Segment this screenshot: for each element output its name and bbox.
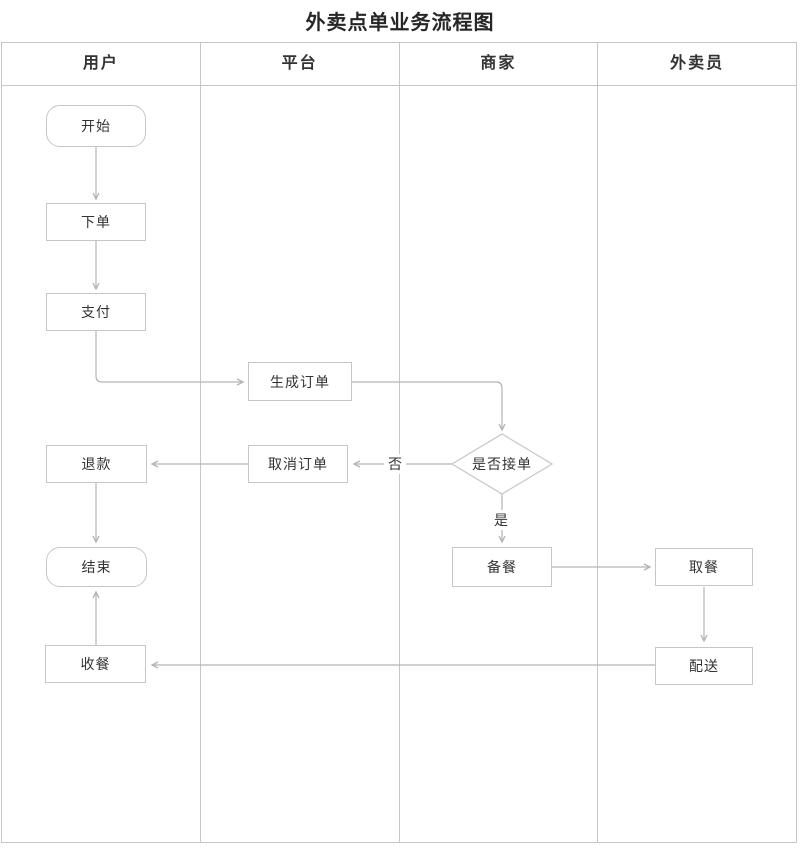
node-end: 结束 (46, 547, 147, 587)
lane-header-merchant: 商家 (399, 43, 598, 86)
decision-diamond-shape (450, 433, 554, 495)
lane-header-rider: 外卖员 (598, 43, 796, 86)
swimlane-table: 用户 平台 商家 外卖员 (1, 42, 797, 843)
edge-label-yes: 是 (490, 510, 512, 530)
node-prepare-food: 备餐 (452, 547, 552, 587)
lane-column-user: 用户 (2, 43, 200, 842)
node-deliver: 配送 (655, 647, 753, 685)
node-receive-food: 收餐 (45, 645, 146, 683)
lane-column-platform: 平台 (199, 43, 399, 842)
node-pay: 支付 (46, 293, 146, 331)
lane-column-rider: 外卖员 (597, 43, 796, 842)
page-title: 外卖点单业务流程图 (305, 12, 495, 34)
node-refund: 退款 (46, 445, 147, 483)
node-pickup-food: 取餐 (655, 548, 753, 586)
node-cancel-order: 取消订单 (248, 445, 348, 483)
lane-header-platform: 平台 (200, 43, 399, 86)
node-accept-decision: 是否接单 (472, 456, 532, 472)
lane-header-user: 用户 (2, 43, 200, 86)
edge-label-no: 否 (384, 454, 406, 474)
edge-generate-order-to-decision (352, 381, 506, 432)
lane-column-merchant: 商家 (398, 43, 598, 842)
node-start: 开始 (46, 105, 146, 147)
edge-pay-to-generate-order (95, 331, 245, 386)
node-place-order: 下单 (46, 203, 146, 241)
node-generate-order: 生成订单 (248, 362, 352, 401)
